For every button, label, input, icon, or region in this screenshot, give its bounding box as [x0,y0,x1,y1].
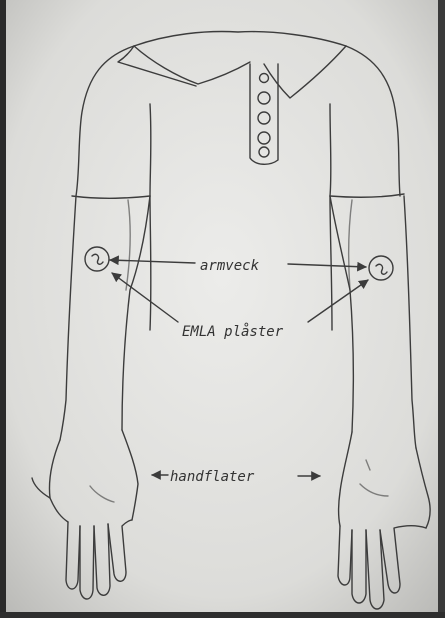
right-sleeve-inner [330,104,331,196]
paper-background [6,0,438,612]
photo-edge-right [438,0,445,618]
photo-edge-bottom [0,612,445,618]
shirt-torso-left [150,196,151,330]
photo-edge-left [0,0,6,618]
label-back-of-hand: handflater [170,469,255,485]
label-emla-patch: EMLA plåster [182,323,284,340]
left-sleeve-inner [150,104,151,196]
label-forearm-fold: armveck [200,258,260,274]
